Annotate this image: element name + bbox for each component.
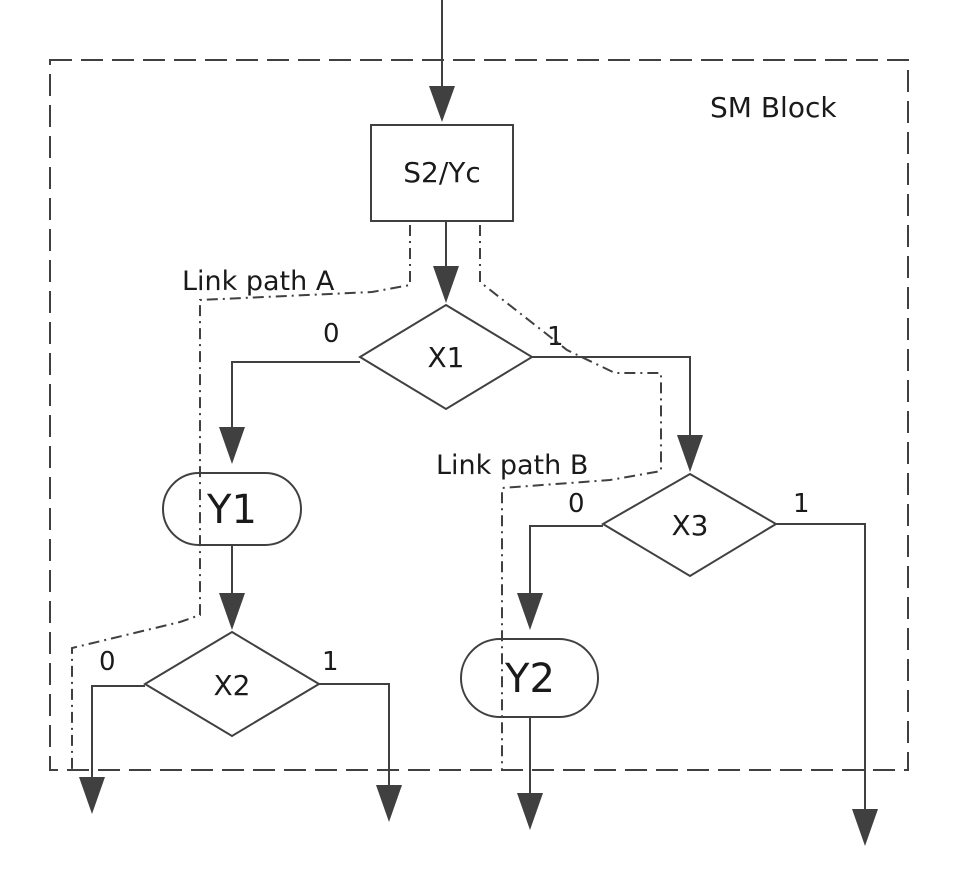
state-box-label: S2/Yc — [403, 156, 481, 189]
link-path-a — [71, 225, 411, 770]
output-y1: Y1 — [162, 472, 302, 546]
decision-x3-label: X3 — [672, 509, 709, 542]
state-box-s2: S2/Yc — [370, 124, 514, 222]
decision-x2: X2 0 1 — [99, 630, 339, 738]
decision-x1-branch-1: 1 — [547, 322, 564, 352]
decision-x1-branch-0: 0 — [323, 319, 340, 349]
entry-connector — [429, 0, 455, 122]
connector-x2-out-0 — [79, 685, 145, 814]
decision-x2-branch-0: 0 — [99, 647, 116, 677]
connector-x2-out-1 — [319, 683, 402, 822]
link-path-b-label: Link path B — [436, 450, 588, 481]
decision-x3-branch-0: 0 — [568, 489, 585, 519]
decision-x1: X1 0 1 — [323, 303, 564, 411]
connector-s2-x1 — [433, 221, 459, 303]
connector-x1-y1 — [219, 361, 360, 464]
decision-x3: X3 0 1 — [568, 472, 810, 578]
connector-y2-out — [517, 717, 543, 830]
connector-x1-x3 — [532, 356, 703, 472]
sm-block-boundary — [49, 59, 909, 771]
link-path-b — [479, 225, 662, 770]
decision-x1-label: X1 — [428, 341, 465, 374]
sm-block-label: SM Block — [710, 91, 837, 124]
output-y2-label: Y2 — [504, 656, 555, 702]
decision-x2-branch-1: 1 — [322, 647, 339, 677]
link-path-a-label: Link path A — [182, 266, 335, 297]
decision-x2-label: X2 — [214, 669, 251, 702]
output-y2: Y2 — [460, 638, 599, 718]
connector-y1-x2 — [219, 545, 245, 630]
decision-x3-branch-1: 1 — [793, 489, 810, 519]
connector-x3-out-1 — [776, 523, 878, 846]
connector-x3-y2 — [517, 525, 603, 630]
output-y1-label: Y1 — [206, 487, 257, 533]
